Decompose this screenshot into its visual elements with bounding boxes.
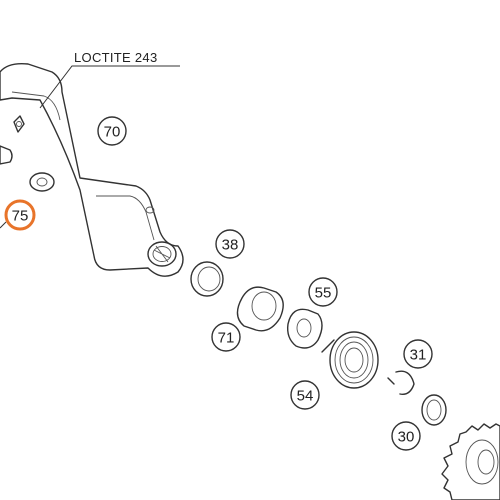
callout-70[interactable]: 70 — [97, 116, 127, 146]
callout-71[interactable]: 71 — [211, 322, 241, 352]
callout-38-label: 38 — [222, 237, 239, 254]
circlip-31-part — [387, 370, 415, 395]
kick-lever-part — [0, 62, 184, 277]
loctite-note-text: LOCTITE 243 — [74, 50, 158, 65]
spring-washer-55-part — [286, 308, 323, 349]
loctite-note: LOCTITE 243 — [39, 50, 180, 109]
gear-part — [441, 423, 500, 500]
washer-30-part — [421, 394, 447, 426]
callout-70-label: 70 — [104, 124, 121, 141]
callout-31-label: 31 — [410, 347, 427, 364]
callout-71-label: 71 — [218, 330, 235, 347]
callout-75[interactable]: 75 — [0, 199, 36, 231]
clip-part — [13, 115, 25, 133]
callout-54-label: 54 — [297, 388, 314, 405]
callout-31[interactable]: 31 — [403, 339, 433, 369]
bushing-71-part — [236, 286, 284, 332]
ring-38-part — [190, 261, 224, 297]
callout-55[interactable]: 55 — [308, 277, 338, 307]
washer-part — [29, 172, 55, 192]
callout-54[interactable]: 54 — [290, 380, 320, 410]
callout-38[interactable]: 38 — [215, 229, 245, 259]
callout-75-label: 75 — [12, 208, 29, 225]
spring-54-part — [321, 331, 379, 389]
callout-30[interactable]: 30 — [391, 421, 421, 451]
callout-55-label: 55 — [315, 285, 332, 302]
callout-30-label: 30 — [398, 429, 415, 446]
